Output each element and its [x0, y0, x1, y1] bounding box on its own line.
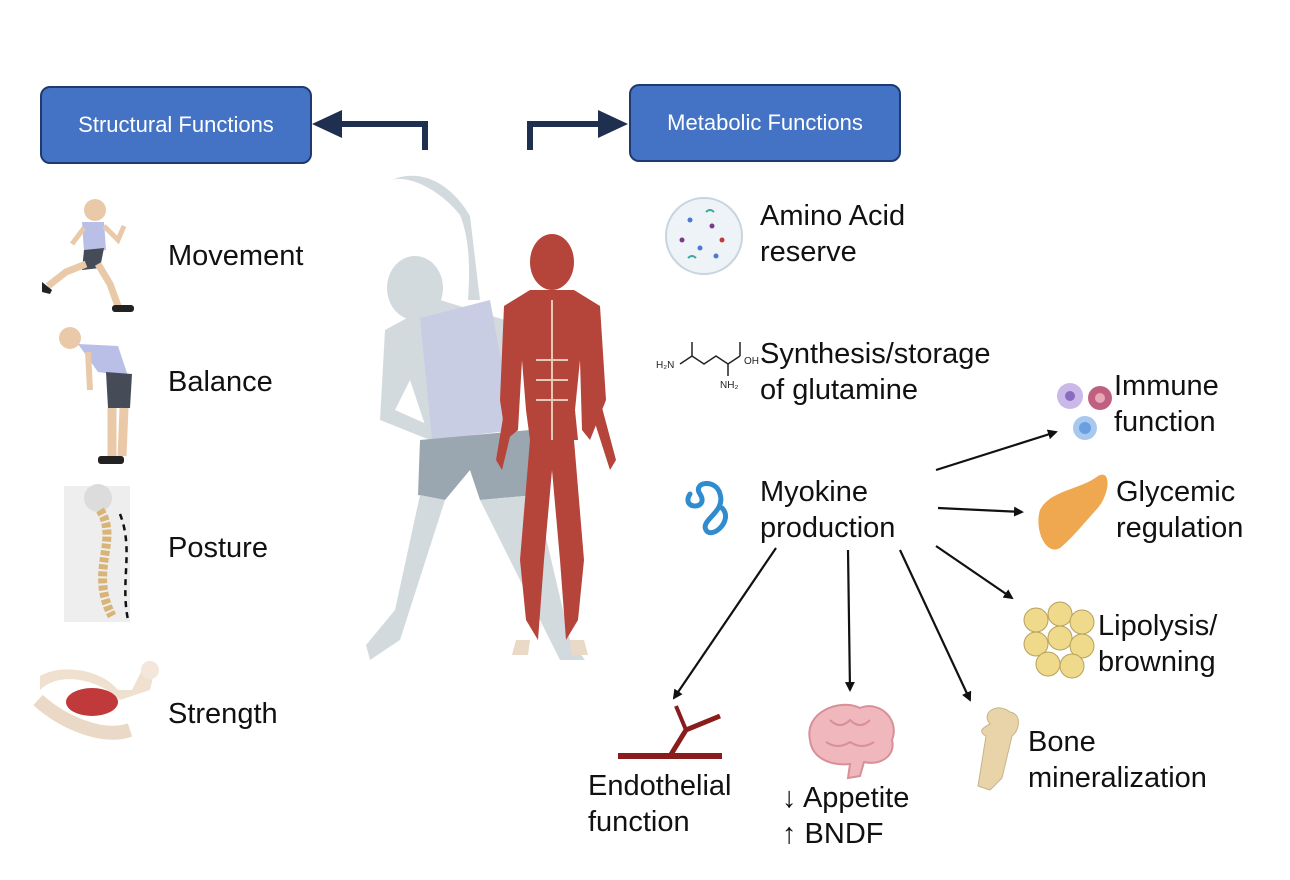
amino-acid-line2: reserve — [760, 236, 857, 268]
spine-icon — [64, 484, 130, 622]
bone-label: Bone mineralization — [1028, 724, 1207, 796]
muscle-anatomy-figure — [496, 234, 616, 655]
arrow-to-endothelial — [672, 547, 777, 700]
arrow-to-immune — [935, 429, 1058, 472]
metabolic-connector-arrow — [527, 110, 628, 150]
bone-icon — [977, 707, 1019, 791]
immune-cells-icon — [1057, 383, 1112, 440]
myokine-arrows — [672, 429, 1058, 702]
glutamine-line2: of glutamine — [760, 374, 918, 406]
movement-label: Movement — [168, 240, 304, 272]
myokine-label: Myokine production — [760, 474, 895, 546]
glutamine-label: Synthesis/storage of glutamine — [760, 336, 991, 408]
immune-label: Immune function — [1114, 368, 1219, 440]
bndf-line: ↑ BNDF — [782, 818, 884, 850]
balance-label: Balance — [168, 366, 273, 398]
glutamine-oh: OH — [744, 356, 759, 367]
stretching-figure — [366, 175, 585, 660]
glutamine-structure-icon: H₂N OH NH₂ — [656, 342, 759, 391]
structural-functions-box: Structural Functions — [40, 86, 312, 164]
structural-functions-label: Structural Functions — [78, 112, 274, 137]
glycemic-label: Glycemic regulation — [1116, 474, 1243, 546]
arrow-to-bone — [899, 549, 972, 702]
lipolysis-label: Lipolysis/ browning — [1098, 608, 1217, 680]
flexed-arm-icon — [33, 661, 159, 740]
bending-person-icon — [59, 327, 132, 464]
bone-line2: mineralization — [1028, 762, 1207, 794]
endothelial-label: Endothelial function — [588, 768, 732, 840]
strength-label: Strength — [168, 698, 278, 730]
lipolysis-line2: browning — [1098, 646, 1216, 678]
amino-acid-dish-icon — [665, 197, 743, 275]
myokine-line2: production — [760, 512, 896, 544]
brain-label: ↓ Appetite ↑ BNDF — [782, 780, 909, 852]
adipocytes-icon — [1023, 601, 1095, 679]
arrow-to-brain — [844, 549, 855, 692]
arrow-to-lipolysis — [935, 545, 1014, 600]
runner-icon — [42, 199, 134, 312]
endothelial-line2: function — [588, 806, 690, 838]
immune-line1: Immune — [1114, 370, 1219, 402]
metabolic-functions-box: Metabolic Functions — [629, 84, 901, 162]
bone-line1: Bone — [1028, 726, 1096, 758]
appetite-line: ↓ Appetite — [782, 782, 910, 814]
amino-acid-label: Amino Acid reserve — [760, 198, 905, 270]
metabolic-functions-label: Metabolic Functions — [667, 110, 863, 135]
lipolysis-line1: Lipolysis/ — [1098, 610, 1218, 642]
endothelial-line1: Endothelial — [588, 770, 732, 802]
glutamine-h2n: H₂N — [656, 360, 674, 371]
glycemic-line1: Glycemic — [1116, 476, 1236, 508]
glutamine-nh2: NH₂ — [720, 380, 738, 391]
immune-line2: function — [1114, 406, 1216, 438]
blood-vessel-icon — [618, 705, 722, 759]
glutamine-line1: Synthesis/storage — [760, 338, 991, 370]
amino-acid-line1: Amino Acid — [760, 200, 906, 232]
pancreas-icon — [1038, 474, 1108, 550]
posture-label: Posture — [168, 532, 268, 564]
glycemic-line2: regulation — [1116, 512, 1244, 544]
brain-icon — [808, 703, 895, 780]
protein-icon — [685, 481, 728, 535]
myokine-line1: Myokine — [760, 476, 868, 508]
structural-connector-arrow — [312, 110, 428, 150]
arrow-to-glycemic — [937, 506, 1024, 517]
